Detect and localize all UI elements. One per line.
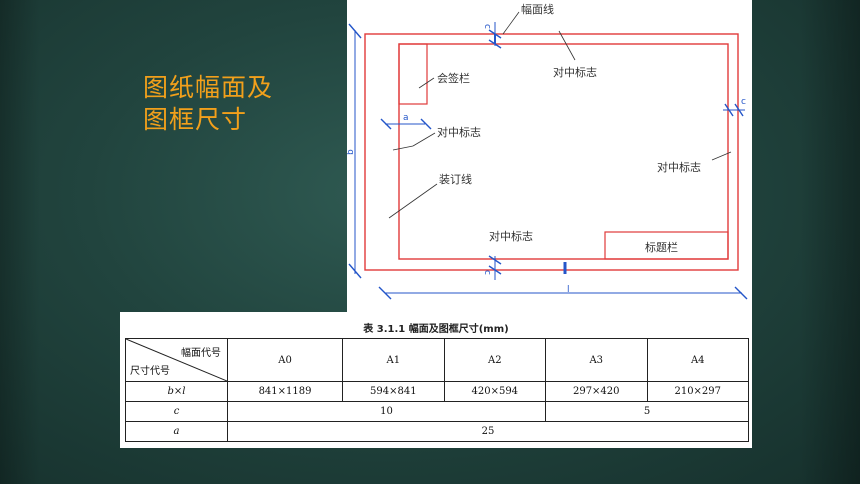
dim-c-bottom-label: c <box>482 270 492 275</box>
board-shade-left <box>0 0 40 484</box>
label-center-mark-left: 对中标志 <box>437 125 481 139</box>
dim-a-tick-left <box>380 118 392 130</box>
dim-c-top-tick1 <box>488 29 502 39</box>
spec-table-panel: 表 3.1.1 幅面及图框尺寸(mm) 幅面代号 尺寸代号 A0 A1 A2 A… <box>120 312 752 448</box>
dim-c-bottom-tick1 <box>488 255 502 265</box>
dim-c-top-tick2 <box>488 39 502 49</box>
sheet-edge-line <box>364 33 739 271</box>
leader-binding <box>388 183 438 219</box>
label-sheet-edge: 幅面线 <box>521 2 554 16</box>
label-center-mark-top: 对中标志 <box>553 65 597 79</box>
label-binding-line: 装订线 <box>439 172 472 186</box>
cell-bxl-a0: 841×1189 <box>226 381 344 402</box>
label-countersign: 会签栏 <box>437 71 470 85</box>
label-center-mark-right: 对中标志 <box>657 160 701 174</box>
table-title: 表 3.1.1 幅面及图框尺寸(mm) <box>363 324 509 335</box>
cell-a-all: 25 <box>227 421 749 442</box>
leader-center-left <box>412 132 436 147</box>
corner-dim-code: 尺寸代号 <box>130 366 170 377</box>
cell-bxl-a2: 420×594 <box>443 381 547 402</box>
slide-title: 图纸幅面及 图框尺寸 <box>143 72 323 136</box>
dim-a-tick-right <box>420 118 432 130</box>
table-row-a: a 25 <box>125 421 749 442</box>
table-corner-cell: 幅面代号 尺寸代号 <box>125 338 228 382</box>
cell-bxl-a1: 594×841 <box>342 381 445 402</box>
corner-diagonal <box>126 339 227 381</box>
leader-center-left-tail <box>392 145 414 151</box>
cell-c-a3-a4: 5 <box>545 401 749 422</box>
leader-center-right <box>711 151 732 161</box>
leader-countersign <box>418 77 435 89</box>
drawing-frame-line <box>398 43 729 260</box>
label-title-block: 标题栏 <box>645 240 678 254</box>
corner-size-code: 幅面代号 <box>181 348 221 359</box>
dim-l-label: l <box>567 285 570 295</box>
dim-c-right-tick2 <box>734 103 744 117</box>
header-size-a4: A4 <box>646 338 749 382</box>
title-block-box <box>604 231 729 260</box>
dim-b-label: b <box>347 149 356 155</box>
dim-c-bottom-tick2 <box>488 265 502 275</box>
dim-a-label: a <box>403 113 409 123</box>
dim-c-top-label: c <box>482 24 492 29</box>
cell-c-a0-a2: 10 <box>226 401 547 422</box>
leader-center-top <box>558 30 576 61</box>
dim-b-tick-top <box>348 23 362 39</box>
cell-bxl-a3: 297×420 <box>545 381 648 402</box>
slide-title-line2: 图框尺寸 <box>143 105 248 134</box>
row-label-c: c <box>125 401 228 422</box>
board-shade-right <box>800 0 860 484</box>
header-size-a0: A0 <box>226 338 344 382</box>
dim-l-tick-left <box>378 286 392 300</box>
frame-diagram-svg: b l a c c c 幅面线 对中标志 会签栏 对中标志 装订线 对中标志 对… <box>347 2 748 300</box>
dim-l-tick-right <box>734 286 748 300</box>
countersign-box <box>398 43 428 105</box>
slide-title-line1: 图纸幅面及 <box>143 73 274 102</box>
dim-c-right-label: c <box>741 97 746 107</box>
header-size-a2: A2 <box>443 338 547 382</box>
header-size-a3: A3 <box>545 338 648 382</box>
table-header-row: 幅面代号 尺寸代号 A0 A1 A2 A3 A4 <box>125 338 749 382</box>
table-row-bxl: b×l 841×1189 594×841 420×594 297×420 210… <box>125 381 749 402</box>
header-size-a1: A1 <box>342 338 445 382</box>
dim-b-tick-bottom <box>348 263 362 279</box>
spec-table: 幅面代号 尺寸代号 A0 A1 A2 A3 A4 b×l 841×1189 59… <box>125 338 749 442</box>
table-row-c: c 10 5 <box>125 401 749 422</box>
frame-diagram: b l a c c c 幅面线 对中标志 会签栏 对中标志 装订线 对中标志 对… <box>347 0 752 312</box>
leader-sheet-edge <box>502 11 520 35</box>
label-center-mark-bottom: 对中标志 <box>489 229 533 243</box>
cell-bxl-a4: 210×297 <box>646 381 749 402</box>
row-label-a: a <box>125 421 228 442</box>
dim-c-right-tick1 <box>724 103 734 117</box>
row-label-bxl: b×l <box>125 381 228 402</box>
